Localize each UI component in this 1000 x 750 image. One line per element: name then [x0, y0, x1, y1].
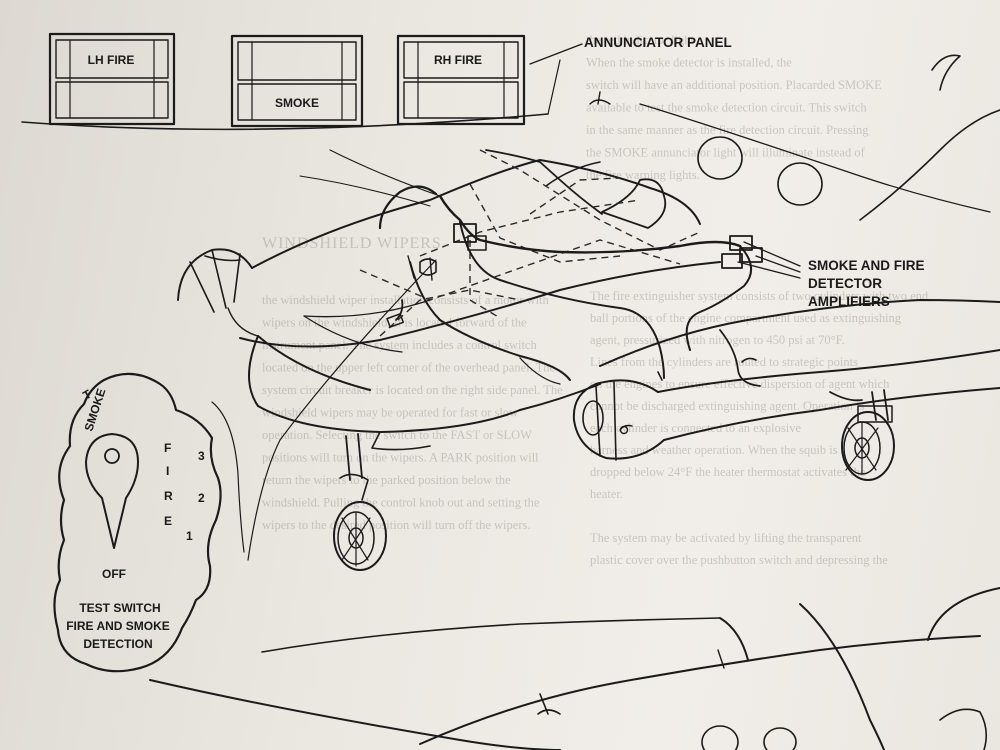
annunciator-panel-callout: ANNUNCIATOR PANEL — [584, 35, 732, 50]
bleed-through-line: available to test the smoke detection ci… — [586, 101, 867, 115]
nose-cone — [177, 248, 259, 337]
bleed-through-line: the windshield wiper installation consis… — [262, 293, 550, 307]
detector-wiring-harness — [378, 185, 763, 387]
test-switch-caption-line-1: TEST SWITCH — [79, 601, 160, 615]
annunciator-panel: LH FIRE SMOKE RH FIRE ANNUNCIATOR PANEL — [21, 32, 732, 207]
cockpit-window — [601, 178, 667, 229]
bleed-through-line: plastic cover over the pushbutton switch… — [590, 553, 888, 567]
bleed-through-line: wipers on the windshield. It is located … — [262, 316, 527, 330]
fire-letter-f: F — [164, 441, 171, 455]
bleed-through-line: When the smoke detector is installed, th… — [586, 56, 792, 70]
bleed-through-line: each cylinder is connected to an explosi… — [590, 421, 801, 435]
annunciator-leader-line — [529, 43, 583, 65]
bleed-through-line: positions will turn on the wipers. A PAR… — [262, 451, 539, 465]
bleed-through-line: on the engines to ensure effective dispe… — [590, 377, 890, 391]
amplifiers-callout-line-2: DETECTOR — [808, 276, 882, 291]
canopy-frame — [539, 159, 701, 225]
test-switch-pointer[interactable] — [85, 433, 139, 549]
bleed-through-line: windshield. Pulling the control knob out… — [262, 496, 540, 510]
bleed-through-line: Lines from the cylinders are routed to s… — [590, 355, 858, 369]
bleed-through-line: wipers to the desired position will turn… — [262, 518, 530, 532]
right-wing-leading-edge — [599, 299, 1000, 367]
lh-fire-label: LH FIRE — [88, 53, 135, 67]
bleed-through-line: dropped below 24°F the heater thermostat… — [590, 465, 866, 479]
bleed-through-text-lower: the windshield wiper installation consis… — [262, 293, 563, 532]
bleed-through-line: ball portions of the engine compartment … — [590, 311, 902, 325]
test-switch-caption-line-3: DETECTION — [83, 637, 152, 651]
rh-fire-label: RH FIRE — [434, 53, 482, 67]
lower-aircraft-partial — [149, 587, 1000, 750]
amplifiers-callout: SMOKE AND FIRE DETECTOR AMPLIFIERS — [737, 241, 925, 309]
switch-position-off: OFF — [102, 567, 126, 581]
switch-position-2: 2 — [198, 491, 205, 505]
bleed-through-line: in the same manner as the fire detection… — [586, 123, 869, 137]
right-engine-nacelle — [572, 349, 1000, 461]
nose-landing-gear — [333, 433, 387, 571]
bleed-through-line: switch will have an additional position.… — [586, 78, 882, 92]
dashed-routing-lines — [359, 149, 701, 337]
bleed-through-line: the red indicator light — [586, 33, 694, 47]
fuselage-window-detail — [589, 54, 1000, 221]
test-switch-panel: SMOKE T F I R E 3 2 1 OFF TEST SWITCH FI… — [53, 372, 222, 673]
fire-letter-r: R — [164, 489, 173, 503]
bleed-through-line: agent, pressurized with nitrogen to 450 … — [590, 333, 845, 347]
bleed-through-line: the fire warning lights. — [586, 168, 700, 182]
bleed-through-line: cannot be discharged extinguishing agent… — [590, 399, 864, 413]
bleed-through-heading: WINDSHIELD WIPERS — [262, 235, 442, 252]
bleed-through-line: harness and weather operation. When the … — [590, 443, 838, 457]
bleed-through-line: windshield wipers may be operated for fa… — [262, 406, 518, 420]
test-switch-caption-line-2: FIRE AND SMOKE — [66, 619, 170, 633]
bleed-through-line: The fire extinguisher system consists of… — [590, 289, 929, 303]
bleed-through-line: return the wipers to the parked position… — [262, 473, 511, 487]
annunciator-light-rh-fire: RH FIRE — [396, 34, 526, 126]
aircraft-illustration — [177, 149, 1000, 571]
annunciator-light-lh-fire: LH FIRE — [48, 32, 176, 126]
switch-position-3: 3 — [198, 449, 205, 463]
smoke-label: SMOKE — [275, 96, 319, 110]
switch-position-1: 1 — [186, 529, 193, 543]
bleed-through-line: operation. Selecting the switch to the F… — [262, 428, 532, 442]
bleed-through-line: heater. — [590, 487, 623, 501]
right-main-landing-gear — [829, 389, 895, 481]
fire-letter-i: I — [166, 464, 169, 478]
smoke-fire-detector-amplifiers — [721, 235, 763, 269]
bleed-through-line: the SMOKE annunciator light will illumin… — [586, 146, 866, 160]
bleed-through-line: The system may be activated by lifting t… — [590, 531, 862, 545]
fire-letter-e: E — [164, 514, 172, 528]
amplifiers-callout-line-3: AMPLIFIERS — [808, 294, 890, 309]
annunciator-light-smoke: SMOKE — [230, 34, 364, 128]
bleed-through-line: instrument panel. The system includes a … — [262, 338, 537, 352]
amplifiers-callout-line-1: SMOKE AND FIRE — [808, 258, 925, 273]
bleed-through-line: system circuit breaker is located on the… — [262, 383, 563, 397]
